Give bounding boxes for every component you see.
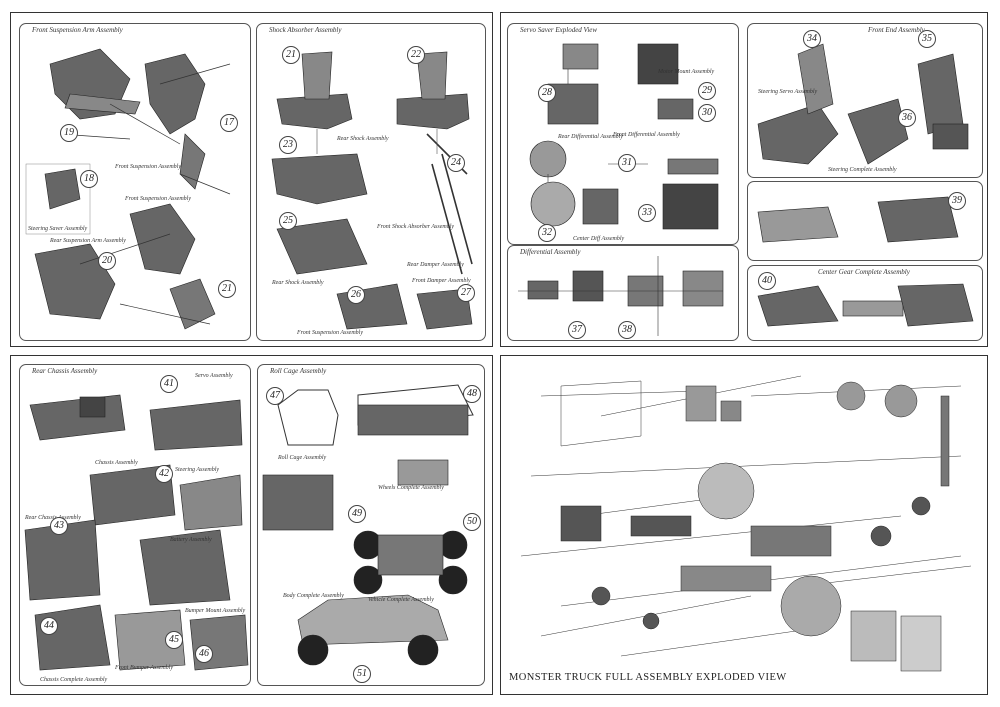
step-number: 42 [155,465,173,483]
step-number: 29 [698,82,716,100]
part-label: Vehicle Complete Assembly [368,597,434,603]
panel-title: Shock Absorber Assembly [269,26,342,34]
step-number: 46 [195,645,213,663]
step-number: 32 [538,224,556,242]
step-number: 51 [353,665,371,683]
step-number: 24 [447,154,465,172]
part-label: Battery Assembly [170,537,212,543]
step-number: 18 [80,170,98,188]
part-label: Chassis Assembly [95,460,138,466]
part-label: Front Suspension Assembly [115,164,181,170]
step-number: 38 [618,321,636,339]
panel-shock-absorber: Shock Absorber Assembly Rear Shock Assem… [256,23,486,341]
step-number: 37 [568,321,586,339]
step-number: 21 [218,280,236,298]
roll-cage-vehicle-drawing [262,384,474,666]
panel-title: Servo Saver Exploded View [520,26,598,34]
step-number: 39 [948,192,966,210]
shock-absorber-drawing [271,51,473,330]
part-label: Steering Saver Assembly [28,226,88,232]
part-label: Motor Mount Assembly [658,69,715,75]
step-number: 19 [60,124,78,142]
step-number: 17 [220,114,238,132]
part-label: Rear Damper Assembly [407,262,464,268]
step-number: 45 [165,631,183,649]
part-label: Chassis Complete Assembly [40,677,108,683]
step-number: 47 [266,387,284,405]
manual-quadrant-suspension: Front Suspension Arm Assembly Front Susp… [10,12,493,347]
panel-title: Front End Assembly [868,26,925,34]
panel-title: Differential Assembly [520,248,581,256]
part-label: Rear Differential Assembly [558,134,623,140]
part-label: Steering Servo Assembly [758,89,818,95]
step-number: 23 [279,136,297,154]
step-number: 28 [538,84,556,102]
step-number: 21 [282,46,300,64]
part-label: Bumper Mount Assembly [185,608,246,614]
servo-differential-drawing [529,43,719,230]
step-number: 40 [758,272,776,290]
step-number: 35 [918,30,936,48]
center-gear-drawing [757,283,974,327]
panel-differential: Differential Assembly 37 38 [507,245,739,341]
step-number: 25 [279,212,297,230]
manual-quadrant-drivetrain: Servo Saver Exploded View Rear Different… [500,12,988,347]
panel-rear-chassis: Rear Chassis Assembly Servo Assembly Cha… [19,364,251,686]
step-number: 41 [160,375,178,393]
manual-quadrant-chassis: Rear Chassis Assembly Servo Assembly Cha… [10,355,493,695]
part-label: Servo Assembly [195,373,233,379]
step-number: 20 [98,252,116,270]
step-number: 50 [463,513,481,531]
chassis-assembly-drawing [24,394,249,671]
panel-title: Roll Cage Assembly [270,367,327,375]
gear-complete-drawing [757,196,959,243]
step-number: 36 [898,109,916,127]
panel-title: Front Suspension Arm Assembly [32,26,123,34]
part-label: Rear Shock Assembly [337,136,389,142]
part-label: Front Differential Assembly [613,132,680,138]
step-number: 34 [803,30,821,48]
part-label: Front Suspension Assembly [125,196,191,202]
part-label: Steering Assembly [175,467,220,473]
step-number: 48 [463,385,481,403]
part-label: Wheels Complete Assembly [378,485,444,491]
step-number: 26 [347,286,365,304]
full-assembly-exploded-drawing [520,375,972,672]
part-label: Rear Shock Assembly [272,280,324,286]
panel-servo-saver: Servo Saver Exploded View Rear Different… [507,23,739,245]
part-label: Roll Cage Assembly [278,455,327,461]
panel-center-gear: Center Gear Complete Assembly 40 [747,265,983,341]
panel-title: Center Gear Complete Assembly [818,268,910,276]
exploded-view-title: MONSTER TRUCK FULL ASSEMBLY EXPLODED VIE… [509,672,787,683]
step-number: 22 [407,46,425,64]
part-label: Front Suspension Assembly [297,330,363,336]
front-end-drawing [757,43,969,165]
panel-front-end: Front End Assembly Steering Servo Assemb… [747,23,983,178]
part-label: Front Bumper Assembly [115,665,173,671]
part-label: Rear Suspension Arm Assembly [50,238,126,244]
panel-title: Rear Chassis Assembly [32,367,98,375]
manual-quadrant-full-exploded-view: MONSTER TRUCK FULL ASSEMBLY EXPLODED VIE… [500,355,988,695]
panel-front-suspension-arm: Front Suspension Arm Assembly Front Susp… [19,23,251,341]
step-number: 43 [50,517,68,535]
step-number: 30 [698,104,716,122]
part-label: Body Complete Assembly [283,593,344,599]
step-number: 33 [638,204,656,222]
part-label: Front Shock Absorber Assembly [377,224,455,230]
step-number: 31 [618,154,636,172]
part-label: Steering Complete Assembly [828,167,897,173]
part-label: Center Diff Assembly [573,236,625,242]
step-number: 44 [40,617,58,635]
suspension-arm-exploded-drawing [25,48,231,330]
panel-gear-complete: 39 [747,181,983,261]
part-label: Front Damper Assembly [412,278,471,284]
step-number: 27 [457,284,475,302]
step-number: 49 [348,505,366,523]
panel-roll-cage: Roll Cage Assembly Roll Cage Assembly [257,364,485,686]
differential-drawing [518,256,724,336]
